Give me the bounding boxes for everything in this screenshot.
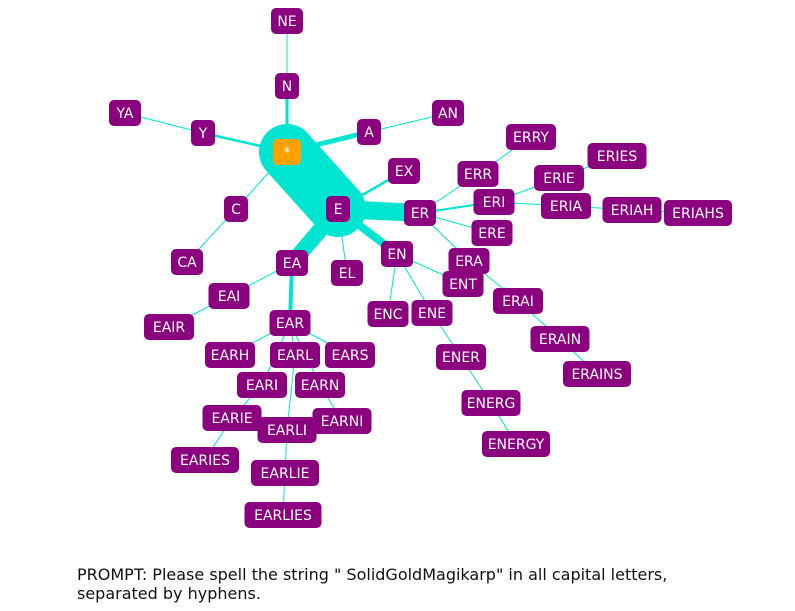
node-label: EARIE bbox=[211, 411, 252, 427]
node-earh[interactable]: EARH bbox=[205, 342, 255, 368]
node-a[interactable]: A bbox=[357, 119, 381, 145]
node-ea[interactable]: EA bbox=[276, 250, 308, 276]
node-label: N bbox=[282, 79, 292, 95]
node-eriahs[interactable]: ERIAHS bbox=[664, 200, 732, 226]
node-ca[interactable]: CA bbox=[171, 249, 203, 275]
node-label: CA bbox=[177, 255, 197, 271]
node-earni[interactable]: EARNI bbox=[312, 408, 372, 434]
node-label: ERIES bbox=[597, 149, 638, 165]
node-label: ENERGY bbox=[488, 437, 545, 453]
node-er[interactable]: ER bbox=[404, 200, 436, 226]
node-erains[interactable]: ERAINS bbox=[563, 361, 631, 387]
node-eai[interactable]: EAI bbox=[208, 283, 250, 309]
node-label: EARH bbox=[211, 348, 250, 364]
node-label: ERR bbox=[464, 167, 493, 183]
node-n[interactable]: N bbox=[275, 73, 299, 99]
node-enc[interactable]: ENC bbox=[367, 301, 409, 327]
node-label: EARLI bbox=[267, 423, 307, 439]
node-label: EA bbox=[283, 256, 302, 272]
node-label: EN bbox=[387, 247, 406, 263]
node-eriah[interactable]: ERIAH bbox=[602, 197, 662, 223]
node-eries[interactable]: ERIES bbox=[587, 143, 647, 169]
node-erry[interactable]: ERRY bbox=[506, 124, 556, 150]
node-earie[interactable]: EARIE bbox=[202, 405, 262, 431]
node-eria[interactable]: ERIA bbox=[541, 193, 591, 219]
node-e[interactable]: E bbox=[326, 196, 350, 222]
node-label: ERIE bbox=[543, 171, 575, 187]
node-earl[interactable]: EARL bbox=[270, 342, 320, 368]
node-el[interactable]: EL bbox=[331, 260, 363, 286]
node-label: ENE bbox=[418, 306, 446, 322]
node-label: ENERG bbox=[467, 396, 516, 412]
node-label: EAR bbox=[276, 316, 304, 332]
node-label: ENT bbox=[449, 277, 477, 293]
node-label: EARLIES bbox=[254, 508, 312, 524]
node-ne[interactable]: NE bbox=[271, 8, 303, 34]
node-label: ERAIN bbox=[539, 332, 581, 348]
node-label: ERA bbox=[455, 254, 483, 270]
node-ex[interactable]: EX bbox=[388, 158, 420, 184]
node-erie[interactable]: ERIE bbox=[534, 165, 584, 191]
node-energ[interactable]: ENERG bbox=[461, 390, 521, 416]
node-era[interactable]: ERA bbox=[448, 248, 490, 274]
node-label: E bbox=[334, 202, 343, 218]
node-en[interactable]: EN bbox=[381, 241, 413, 267]
node-label: EARIES bbox=[180, 453, 230, 469]
node-ener[interactable]: ENER bbox=[436, 344, 486, 370]
node-label: EARNI bbox=[321, 414, 364, 430]
node-label: ERIAHS bbox=[672, 206, 724, 222]
node-energy[interactable]: ENERGY bbox=[482, 431, 550, 457]
node-label: EARS bbox=[331, 348, 368, 364]
node-label: ENER bbox=[442, 350, 480, 366]
node-label: EARL bbox=[277, 348, 313, 364]
node-label: ERRY bbox=[513, 130, 549, 146]
node-an[interactable]: AN bbox=[432, 100, 464, 126]
node-earies[interactable]: EARIES bbox=[171, 447, 239, 473]
node-ent[interactable]: ENT bbox=[442, 271, 484, 297]
node-eari[interactable]: EARI bbox=[237, 372, 287, 398]
node-ene[interactable]: ENE bbox=[411, 300, 453, 326]
node-ears[interactable]: EARS bbox=[325, 342, 375, 368]
node-label: ERI bbox=[483, 195, 506, 211]
node-label: EAI bbox=[218, 289, 241, 305]
root-node[interactable]: * bbox=[273, 139, 301, 165]
node-label: EAIR bbox=[153, 320, 186, 336]
node-ere[interactable]: ERE bbox=[471, 220, 513, 246]
node-label: EARLIE bbox=[261, 466, 310, 482]
node-label: ERAINS bbox=[571, 367, 622, 383]
node-label: EARN bbox=[301, 378, 340, 394]
node-label: ERIAH bbox=[611, 203, 654, 219]
node-label: ERIA bbox=[550, 199, 583, 215]
node-label: ENC bbox=[373, 307, 402, 323]
token-tree-diagram: * N NE Y YA A AN C CA E EX ER ERR ERRY ERI ERIE ERIES ERI… bbox=[109, 8, 732, 528]
node-erain[interactable]: ERAIN bbox=[530, 326, 590, 352]
node-label: ERAI bbox=[502, 294, 534, 310]
node-label: EARI bbox=[246, 378, 278, 394]
node-label: A bbox=[364, 125, 374, 141]
node-label: C bbox=[231, 202, 241, 218]
node-eri[interactable]: ERI bbox=[473, 189, 515, 215]
node-label: ERE bbox=[478, 226, 505, 242]
node-ear[interactable]: EAR bbox=[269, 310, 311, 336]
node-y[interactable]: Y bbox=[191, 120, 215, 146]
node-earlies[interactable]: EARLIES bbox=[244, 502, 322, 528]
node-erai[interactable]: ERAI bbox=[493, 288, 543, 314]
node-eair[interactable]: EAIR bbox=[144, 314, 194, 340]
node-label: EX bbox=[395, 164, 414, 180]
node-earli[interactable]: EARLI bbox=[257, 417, 317, 443]
node-earlie[interactable]: EARLIE bbox=[251, 460, 319, 486]
node-label: AN bbox=[438, 106, 458, 122]
node-label: Y bbox=[198, 126, 208, 142]
node-label: NE bbox=[277, 14, 296, 30]
prompt-text: PROMPT: Please spell the string " SolidG… bbox=[77, 565, 668, 603]
node-c[interactable]: C bbox=[224, 196, 248, 222]
node-label: EL bbox=[339, 266, 356, 282]
node-err[interactable]: ERR bbox=[457, 161, 499, 187]
node-label: * bbox=[284, 145, 291, 161]
node-label: YA bbox=[115, 106, 133, 122]
node-label: ER bbox=[411, 206, 430, 222]
node-ya[interactable]: YA bbox=[109, 100, 141, 126]
node-earn[interactable]: EARN bbox=[295, 372, 345, 398]
